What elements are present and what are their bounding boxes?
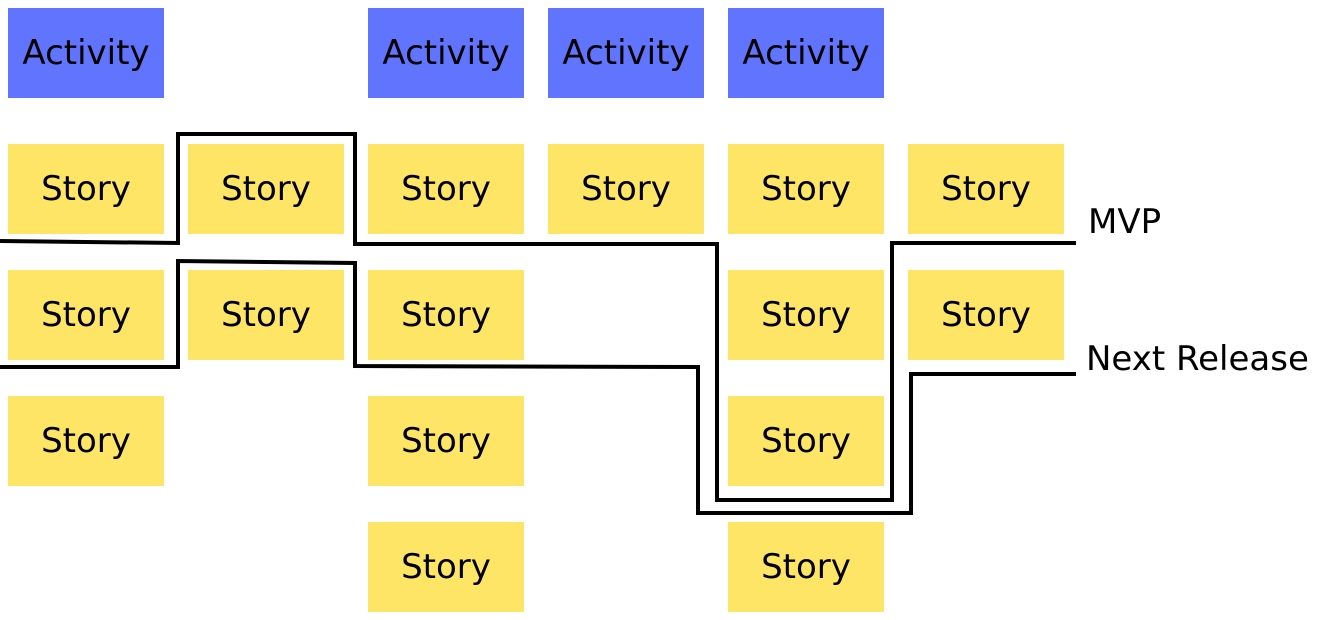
mvp-label: MVP [1088, 202, 1162, 242]
story-card: Story [728, 144, 884, 234]
next-release-label: Next Release [1086, 339, 1309, 379]
mvp-release-line [0, 132, 1076, 502]
activity-card: Activity [368, 8, 524, 98]
story-card: Story [368, 270, 524, 360]
story-card: Story [908, 144, 1064, 234]
story-card: Story [368, 396, 524, 486]
story-card: Story [188, 144, 344, 234]
story-card: Story [728, 270, 884, 360]
activity-card: Activity [8, 8, 164, 98]
activity-card: Activity [548, 8, 704, 98]
story-card: Story [8, 270, 164, 360]
story-card: Story [8, 396, 164, 486]
story-card: Story [368, 522, 524, 612]
activity-card: Activity [728, 8, 884, 98]
story-card: Story [8, 144, 164, 234]
story-card: Story [548, 144, 704, 234]
story-card: Story [728, 522, 884, 612]
story-card: Story [908, 270, 1064, 360]
story-card: Story [188, 270, 344, 360]
story-card: Story [368, 144, 524, 234]
story-card: Story [728, 396, 884, 486]
next-release-line [0, 258, 1076, 515]
